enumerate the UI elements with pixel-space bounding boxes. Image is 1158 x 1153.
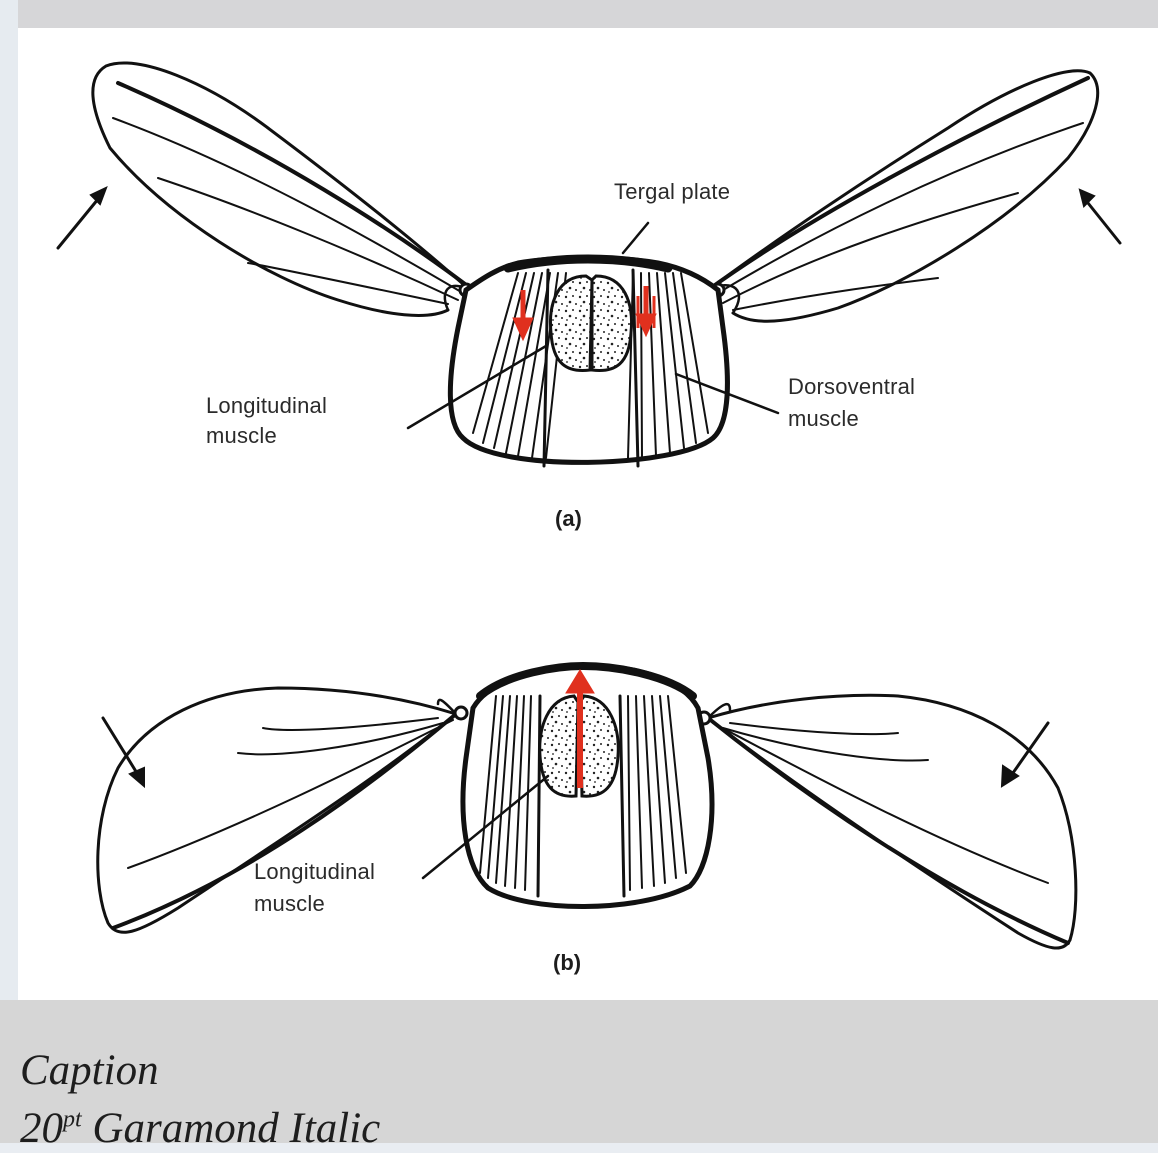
caption-style-note: 20pt Garamond Italic	[20, 1104, 380, 1153]
panel-b-label: (b)	[553, 950, 581, 976]
caption-font-name: Garamond Italic	[82, 1105, 381, 1152]
longitudinal-muscle-label-b-line2: muscle	[254, 890, 325, 918]
dorsoventral-muscle-label-line2: muscle	[788, 405, 859, 433]
panel-b-drawing	[98, 666, 1076, 948]
insect-flight-diagram	[18, 28, 1158, 1000]
panel-a-label: (a)	[555, 506, 582, 532]
caption-unit: pt	[63, 1107, 82, 1133]
longitudinal-muscle-label-b-line1: Longitudinal	[254, 858, 375, 886]
tergal-plate-label: Tergal plate	[614, 178, 730, 206]
left-margin	[0, 0, 18, 1000]
caption-area: Caption 20pt Garamond Italic	[0, 1000, 1158, 1143]
top-band	[0, 0, 1158, 28]
left-wing-a	[93, 63, 473, 316]
longitudinal-muscle-label-a-line2: muscle	[206, 422, 277, 450]
dorsoventral-muscle-label-line1: Dorsoventral	[788, 373, 915, 401]
figure-panel: Tergal plate Longitudinal muscle Dorsove…	[18, 28, 1158, 1000]
caption-title: Caption	[20, 1046, 159, 1095]
longitudinal-muscle-label-a-line1: Longitudinal	[206, 392, 327, 420]
caption-size: 20	[20, 1105, 63, 1152]
